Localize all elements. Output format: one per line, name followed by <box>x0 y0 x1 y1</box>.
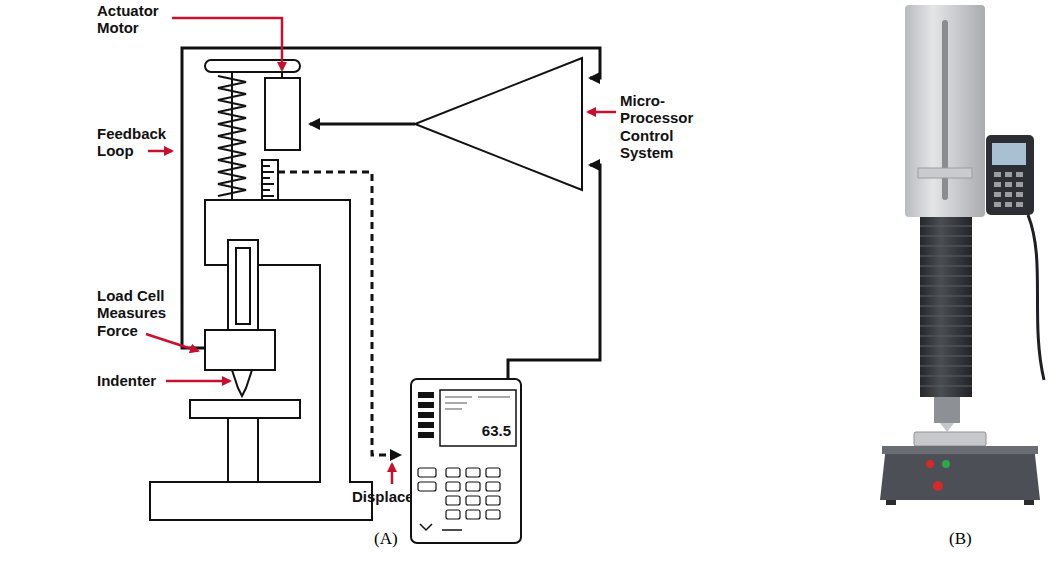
keypad-key <box>486 482 500 491</box>
name-plate <box>918 168 972 178</box>
controller-drawing <box>412 380 520 542</box>
part-label: Indenter <box>97 372 156 389</box>
bellows-column <box>920 217 972 397</box>
side-button <box>418 402 434 408</box>
function-key <box>418 468 436 477</box>
displacement-scale <box>262 160 278 200</box>
stop-button <box>926 460 934 468</box>
foot <box>886 500 896 505</box>
drive-belt <box>205 60 300 72</box>
keypad-key <box>446 482 460 491</box>
pendant-keys <box>1005 202 1012 207</box>
keypad-key <box>466 510 480 519</box>
keypad-key <box>486 468 500 477</box>
pendant-keys <box>1016 172 1023 177</box>
part-label: Micro-Processor Control System <box>620 92 704 161</box>
pendant-screen <box>992 143 1026 165</box>
pendant-keys <box>1005 182 1012 187</box>
feedback-wire <box>182 48 600 348</box>
plunger-inner <box>236 248 250 324</box>
pendant-controller <box>986 135 1034 215</box>
pendant-keys <box>1005 172 1012 177</box>
pendant-keys <box>994 202 1001 207</box>
keypad-key <box>446 510 460 519</box>
part-label: Actuator Motor <box>97 2 179 37</box>
bellows-folds <box>920 226 972 386</box>
anvil <box>190 400 300 418</box>
pendant-keys <box>994 182 1001 187</box>
keypad-key <box>466 496 480 505</box>
leader-arrow <box>588 111 616 114</box>
function-key <box>418 482 436 491</box>
pendant-keys <box>1016 202 1023 207</box>
controller-unit: 63.5 <box>410 378 522 544</box>
keypad-key <box>466 468 480 477</box>
pendant-keys <box>994 172 1023 207</box>
indenter-tip <box>232 370 252 396</box>
leader-arrow <box>148 150 172 153</box>
keypad-key <box>446 496 460 505</box>
screw-thread <box>218 76 246 196</box>
display-screen <box>440 390 516 446</box>
tester-photo <box>880 5 1044 505</box>
part-label: Load Cell Measures Force <box>97 287 179 339</box>
side-button <box>418 392 434 398</box>
side-button <box>418 412 434 418</box>
drive-wire <box>310 123 415 126</box>
keypad-key <box>446 468 460 477</box>
panel-label: (A) <box>374 529 398 549</box>
leader-arrow <box>166 380 230 383</box>
side-button <box>418 432 434 438</box>
pendant-keys <box>1016 192 1023 197</box>
scale-ticks <box>262 166 274 196</box>
indenter-tip <box>940 423 954 432</box>
foot <box>1024 500 1034 505</box>
load-cell <box>205 330 275 370</box>
pendant-keys <box>994 172 1001 177</box>
side-button <box>418 422 434 428</box>
indenter-holder <box>934 397 960 423</box>
plunger <box>228 240 258 330</box>
control-wire <box>508 165 600 378</box>
anvil <box>914 432 986 446</box>
pendant-keys <box>1016 182 1023 187</box>
pendant-keys <box>994 192 1001 197</box>
part-label: Feedback Loop <box>97 125 179 160</box>
displacement-wire <box>278 172 400 455</box>
actuator-motor <box>265 78 300 150</box>
pendant-keys <box>1005 192 1012 197</box>
panel-label: (B) <box>949 529 972 549</box>
amplifier-triangle <box>415 58 582 190</box>
wires <box>182 48 600 455</box>
device-icon <box>420 524 462 530</box>
upper-housing <box>905 5 985 217</box>
display-reading: 63.5 <box>482 423 511 438</box>
callout-arrows <box>146 18 616 484</box>
display-lines <box>445 397 510 409</box>
base <box>880 446 1040 500</box>
base-top <box>882 446 1038 454</box>
keypad-key <box>466 482 480 491</box>
keypad-key <box>486 496 500 505</box>
start-button <box>942 460 950 468</box>
keypad-key <box>486 510 500 519</box>
emergency-button <box>933 481 943 491</box>
pendant-cord <box>1028 215 1044 380</box>
leader-arrow <box>391 464 394 484</box>
leader-arrow <box>172 18 282 70</box>
anvil-stem <box>228 418 258 482</box>
leader-arrow <box>146 334 198 351</box>
